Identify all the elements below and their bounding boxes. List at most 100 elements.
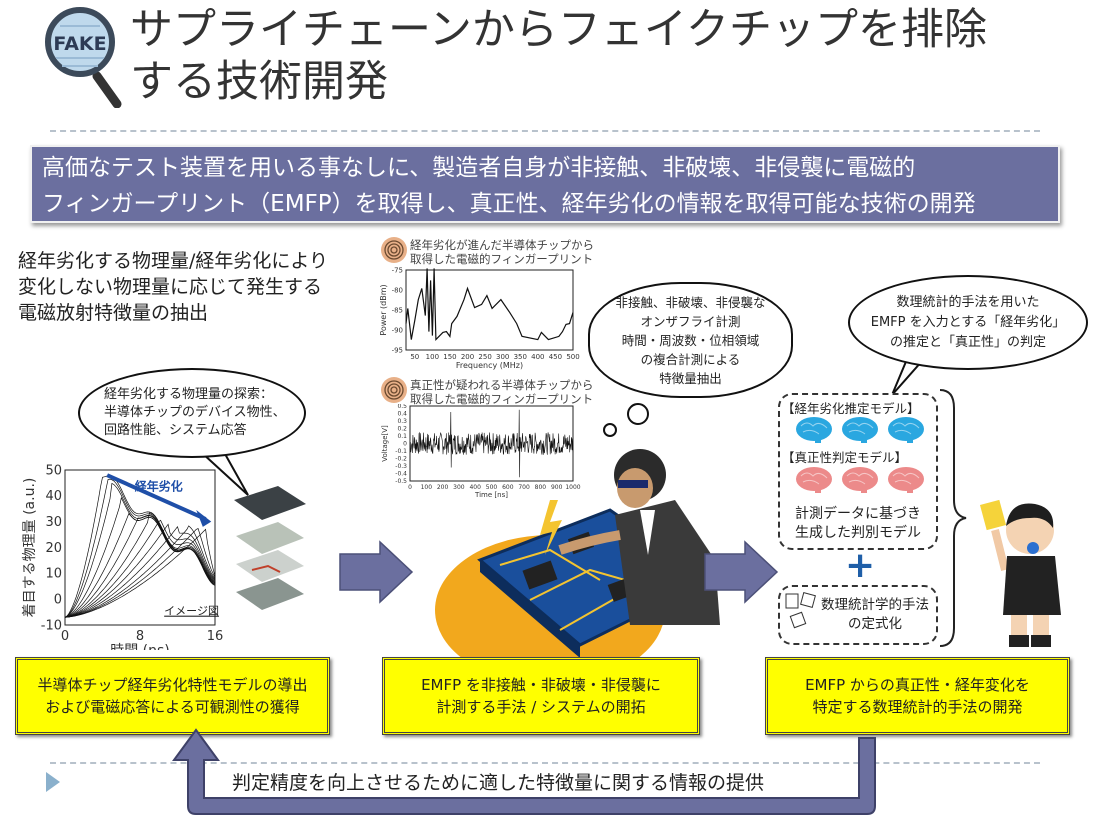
x-tick-label: 400 (469, 484, 481, 491)
trend-label: 経年劣化 (135, 479, 183, 494)
thought-line: オンザフライ計測 (640, 313, 741, 329)
divider (50, 762, 1040, 764)
brain-icon (888, 417, 924, 443)
authenticity-model-label: 【真正性判定モデル】 (782, 450, 908, 465)
y-tick-label: -0.2 (395, 456, 407, 463)
feedback-arrow (172, 728, 876, 815)
caption-line: 取得した電磁的フィンガープリント (410, 392, 594, 406)
thought-dots (603, 403, 649, 437)
title-line-2: する技術開発 (130, 57, 388, 107)
stats-line: の定式化 (848, 616, 902, 632)
y-tick-label: 0 (54, 593, 62, 608)
box-line: および電磁応答による可観測性の獲得 (45, 698, 300, 716)
referee-illustration (979, 499, 1061, 647)
fingerprint-icon (381, 237, 407, 263)
thought-bubble: 非接触、非破壊、非侵襲な オンザフライ計測 時間・周波数・位相領域 の複合計測に… (588, 282, 793, 398)
x-tick-label: 1000 (565, 484, 580, 491)
aging-curve (64, 523, 216, 618)
y-tick-label: 0.2 (397, 426, 407, 433)
x-axis-label: Frequency (MHz) (456, 361, 523, 370)
x-tick-label: 16 (207, 629, 224, 644)
bubble-line: 半導体チップのデバイス物性、 (104, 405, 286, 420)
thought-line: 時間・周波数・位相領域 (621, 332, 760, 348)
intro-line: 変化しない物理量に応じて発生する (18, 276, 323, 298)
y-axis-label: Voltage[V] (381, 425, 389, 462)
brain-icon (796, 417, 832, 443)
brain-icon (842, 417, 878, 443)
y-tick-label: 30 (45, 515, 62, 530)
x-axis-label: Time [ns] (474, 491, 508, 499)
feedback-text: 判定精度を向上させるために適した特徴量に関する情報の提供 (232, 772, 765, 794)
y-tick-label: -0.5 (395, 478, 407, 485)
svg-text:FAKE: FAKE (53, 33, 106, 55)
y-tick-label: 40 (45, 489, 62, 504)
y-tick-label: -0.4 (395, 471, 407, 478)
caption-line: 生成した判別モデル (795, 525, 921, 541)
middle-result-box: EMFP を非接触・非破壊・非侵襲に 計測する手法 / システムの開拓 (382, 657, 700, 735)
box-line: EMFP を非接触・非破壊・非侵襲に (421, 676, 661, 694)
x-axis-label: 時間 (ns) (110, 643, 170, 650)
x-tick-label: 300 (496, 353, 509, 361)
banner-line-1: 高価なテスト装置を用いる事なしに、製造者自身が非接触、非破壊、非侵襲に電磁的 (42, 155, 916, 181)
intro-text: 経年劣化する物理量/経年劣化により 変化しない物理量に応じて発生する 電磁放射特… (18, 248, 328, 326)
y-tick-label: -10 (41, 618, 62, 633)
page-title: サプライチェーンからフェイクチップを排除 する技術開発 (130, 4, 987, 108)
fake-magnifier-logo: FAKE (45, 7, 122, 108)
intro-line: 経年劣化する物理量/経年劣化により (18, 250, 329, 272)
bubble-line: 回路性能、システム応答 (104, 423, 247, 438)
x-tick-label: 0 (408, 484, 412, 491)
x-tick-label: 350 (514, 353, 527, 361)
banner-line-2: フィンガープリント（EMFP）を取得し、真正性、経年劣化の情報を取得可能な技術の… (42, 191, 976, 217)
x-tick-label: 200 (437, 484, 449, 491)
aging-curve (64, 519, 216, 618)
intro-line: 電磁放射特徴量の抽出 (18, 302, 209, 324)
x-tick-label: 8 (136, 629, 144, 644)
x-tick-label: 900 (551, 484, 563, 491)
plot-frame (64, 469, 216, 626)
x-tick-label: 700 (518, 484, 530, 491)
aging-curve (64, 478, 216, 618)
aging-curve (64, 475, 216, 618)
model-caption: 計測データに基づき 生成した判別モデル (778, 505, 938, 543)
y-tick-label: 0.3 (397, 418, 407, 425)
x-tick-label: 500 (566, 353, 579, 361)
y-tick-label: -80 (392, 286, 403, 294)
chip-layers-image (234, 486, 306, 610)
caption-line: 計測データに基づき (795, 506, 921, 522)
y-axis-label: 着目する物理量 (a.u.) (22, 478, 38, 618)
goal-banner: 高価なテスト装置を用いる事なしに、製造者自身が非接触、非破壊、非侵襲に電磁的 フ… (30, 145, 1060, 223)
stats-text: 数理統計学的手法 の定式化 (816, 596, 934, 634)
x-tick-label: 800 (535, 484, 547, 491)
trend-arrow (106, 473, 207, 521)
caption-line: 経年劣化が進んだ半導体チップから (410, 238, 594, 252)
y-tick-label: 0.4 (397, 411, 407, 418)
x-tick-label: 100 (426, 353, 439, 361)
aging-curve (64, 514, 216, 618)
spectrum-line (405, 268, 574, 342)
y-tick-label: -95 (392, 346, 403, 354)
aging-curve (64, 525, 216, 618)
brain-icon (796, 467, 832, 493)
title-line-1: サプライチェーンからフェイクチップを排除 (130, 5, 987, 55)
left-speech-bubble: 経年劣化する物理量の探索： 半導体チップのデバイス物性、 回路性能、システム応答 (78, 368, 306, 458)
x-tick-label: 50 (410, 353, 419, 361)
x-tick-label: 0 (61, 629, 69, 644)
left-result-box: 半導体チップ経年劣化特性モデルの導出 および電磁応答による可観測性の獲得 (15, 657, 330, 735)
y-tick-label: 50 (45, 463, 62, 478)
aging-curve (64, 528, 216, 618)
aging-model-label: 【経年劣化推定モデル】 (782, 401, 920, 416)
right-speech-bubble: 数理統計的手法を用いた EMFP を入力とする「経年劣化」 の推定と「真正性」の… (848, 275, 1088, 370)
caption-line: 取得した電磁的フィンガープリント (410, 252, 594, 266)
aging-curve (64, 526, 216, 618)
aging-curve (64, 512, 216, 618)
y-axis-label: Power (dBm) (379, 284, 388, 335)
bubble-line: の推定と「真正性」の判定 (889, 334, 1046, 350)
arrow-right-1 (339, 540, 414, 604)
x-tick-label: 300 (453, 484, 465, 491)
y-tick-label: 0.5 (397, 404, 407, 410)
y-tick-label: -75 (392, 266, 403, 274)
y-tick-label: -85 (392, 306, 403, 314)
y-tick-label: 0 (403, 441, 407, 448)
